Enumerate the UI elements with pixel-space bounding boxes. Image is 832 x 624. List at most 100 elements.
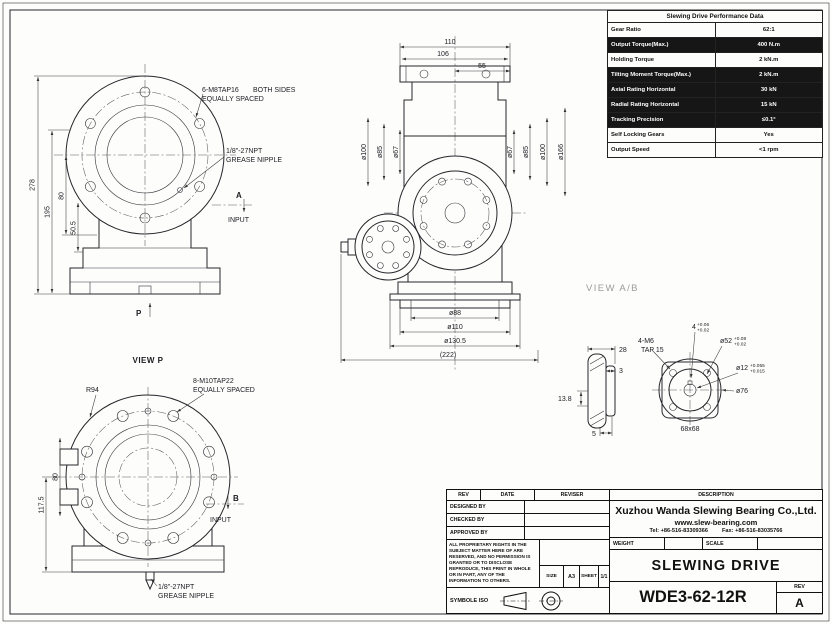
row-value: 2 kN.m <box>714 67 823 83</box>
row-value: 30 kN <box>714 82 823 98</box>
dim-label-5: 5 <box>592 431 596 438</box>
row-label: Output Torque(Max.) <box>607 37 716 53</box>
grease-label-2: GREASE NIPPLE <box>226 157 282 164</box>
dim-label-13-8: 13.8 <box>558 396 572 403</box>
worm-shaft-end <box>340 241 349 253</box>
checked-by-value <box>525 514 610 527</box>
weight-value <box>665 538 703 550</box>
rev-header-cell: REV <box>447 490 481 501</box>
dim-label-222: (222) <box>440 352 456 359</box>
worm-end-cover <box>354 213 422 281</box>
row-value: 62:1 <box>714 22 823 38</box>
taps-spacing-label: EQUALLY SPACED <box>202 96 264 103</box>
designed-by-label: DESIGNED BY <box>447 501 525 514</box>
dia-label: ø85 <box>377 146 384 158</box>
base-notch <box>138 285 152 295</box>
dia-label: ø100 <box>540 144 547 160</box>
view-p: VIEW P R94 8-M10TAP22 EQUALLY SPACED <box>39 356 255 600</box>
section-view: 110 106 55 <box>340 36 567 370</box>
dim-label-square: 68x68 <box>680 426 699 433</box>
bearing-ball <box>419 69 429 79</box>
dia-label: ø100 <box>361 144 368 160</box>
row-label: Holding Torque <box>607 52 716 68</box>
projection-symbol-cell: SYMBOLE ISO <box>447 588 610 613</box>
taps-note: BOTH SIDES <box>253 87 296 94</box>
adapter-profile <box>587 353 607 429</box>
leader-line <box>195 93 204 118</box>
row-label: Tilting Moment Torque(Max.) <box>607 67 716 83</box>
adapter-profile-step <box>605 365 616 417</box>
shaft-dim-tol-upper: +0.055 <box>750 363 765 369</box>
leader-line <box>176 393 205 413</box>
leader-line <box>706 345 723 375</box>
row-value: 2 kN.m <box>714 52 823 68</box>
bearing-ball <box>481 69 491 79</box>
radius-label: R94 <box>86 387 99 394</box>
title-block: REV DATE REVISER DESCRIPTION DESIGNED BY… <box>446 489 823 614</box>
company-name: Xuzhou Wanda Slewing Bearing Co.,Ltd. <box>615 504 817 517</box>
view-ab-caption: VIEW A/B <box>586 283 639 294</box>
worm-end-cover-inner <box>361 220 415 274</box>
rev-value: A <box>795 596 804 610</box>
iso-projection-symbol-icon <box>500 591 564 610</box>
cover-hub <box>444 202 466 224</box>
extension-lines <box>340 43 539 363</box>
row-label: Radial Rating Horizontal <box>607 97 716 113</box>
bore-dim-tol-lower: +0.02 <box>734 342 746 348</box>
housing-cover <box>412 170 498 256</box>
key-dim-tol-lower: +0.02 <box>697 328 709 334</box>
empty-cell <box>540 540 610 566</box>
section-marker-a: A <box>236 191 242 200</box>
drawing-title: SLEWING DRIVE <box>610 550 822 582</box>
spigot-step-2 <box>399 299 511 309</box>
dim-label-110: 110 <box>444 39 455 46</box>
table-row: Tracking Precision≤0.1° <box>607 112 823 128</box>
row-value: ≤0.1° <box>714 112 823 128</box>
housing-detail-lines <box>70 247 220 294</box>
dia-label: ø67 <box>393 146 400 158</box>
size-value: A3 <box>564 566 580 588</box>
symbole-iso-label: SYMBOLE ISO <box>450 597 489 604</box>
side-boss <box>59 488 79 506</box>
company-fax: Fax: +86-516-83035766 <box>722 527 783 534</box>
sheet-label: SHEET <box>580 566 599 588</box>
dim-label-117-5: 117.5 <box>39 496 46 513</box>
table-row: Output Speed<1 rpm <box>607 142 823 158</box>
extension-lines <box>34 75 141 295</box>
approved-by-label: APPROVED BY <box>447 527 525 540</box>
dim-label-195: 195 <box>45 206 52 218</box>
input-label: INPUT <box>228 217 250 224</box>
dim-label-76: ø76 <box>736 388 748 395</box>
section-marker-b: B <box>233 494 239 503</box>
proprietary-notice: ALL PROPRIETARY RIGHTS IN THE SUBJECT MA… <box>447 540 540 588</box>
taps-label: 4-M6 <box>638 338 654 345</box>
dia-label: ø67 <box>507 146 514 158</box>
keyway <box>687 380 693 385</box>
taps-label: 8-M10TAP22 <box>193 378 234 385</box>
leader-line <box>651 349 671 370</box>
key-dim-tol-upper: +0.06 <box>697 322 709 328</box>
scale-value <box>758 538 822 550</box>
company-block: Xuzhou Wanda Slewing Bearing Co.,Ltd. ww… <box>610 501 822 538</box>
leader-line <box>721 389 735 392</box>
row-label: Axial Rating Horizontal <box>607 82 716 98</box>
shaft-dim-tol-lower: +0.015 <box>750 369 765 375</box>
bore-circle <box>106 116 184 194</box>
table-row: Output Torque(Max.)400 N.m <box>607 37 823 53</box>
taps-spacing-label: EQUALLY SPACED <box>193 387 255 394</box>
grease-label-1: 1/8"-27NPT <box>226 148 263 155</box>
grease-nipple <box>177 187 183 193</box>
dim-label-80: 80 <box>59 192 66 200</box>
pilot-circle-76 <box>658 358 722 422</box>
top-flange <box>399 65 511 83</box>
dim-label-3: 3 <box>619 368 623 375</box>
hatch-lines <box>589 355 605 427</box>
grease-label-2: GREASE NIPPLE <box>158 593 214 600</box>
bolt-holes <box>85 86 205 224</box>
dim-label-50-5: 50.5 <box>71 221 78 235</box>
